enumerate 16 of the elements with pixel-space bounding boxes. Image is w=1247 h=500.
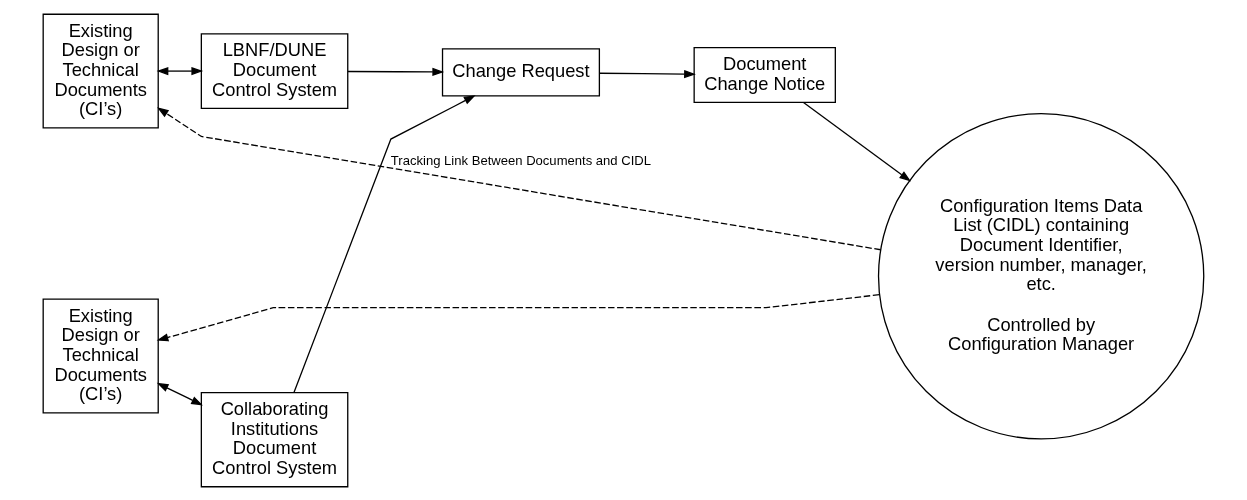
node-box: LBNF/DUNE Document Control System [200,32,349,109]
arrow [157,106,882,250]
edge-label: Tracking Link Between Documents and CIDL [390,152,652,168]
node-box: Document Change Notice [693,46,836,103]
arrow [598,69,696,78]
node-box: Collaborating Institutions Document Control System [200,391,349,487]
node-box: Existing Design or Technical Documents (CI’s) [42,298,159,414]
arrow [156,382,203,405]
node-box: Existing Design or Technical Documents (CI’s) [42,13,159,129]
arrow [347,67,445,76]
node-box: Change Request [441,47,601,97]
arrow [802,101,911,182]
arrow [293,94,476,393]
arrow [156,293,881,341]
arrow [156,66,204,75]
node-circle: Configuration Items Data List (CIDL) containing Document Identifier, version number, manager, etc. Controlled by Configuration Manager [877,112,1205,440]
